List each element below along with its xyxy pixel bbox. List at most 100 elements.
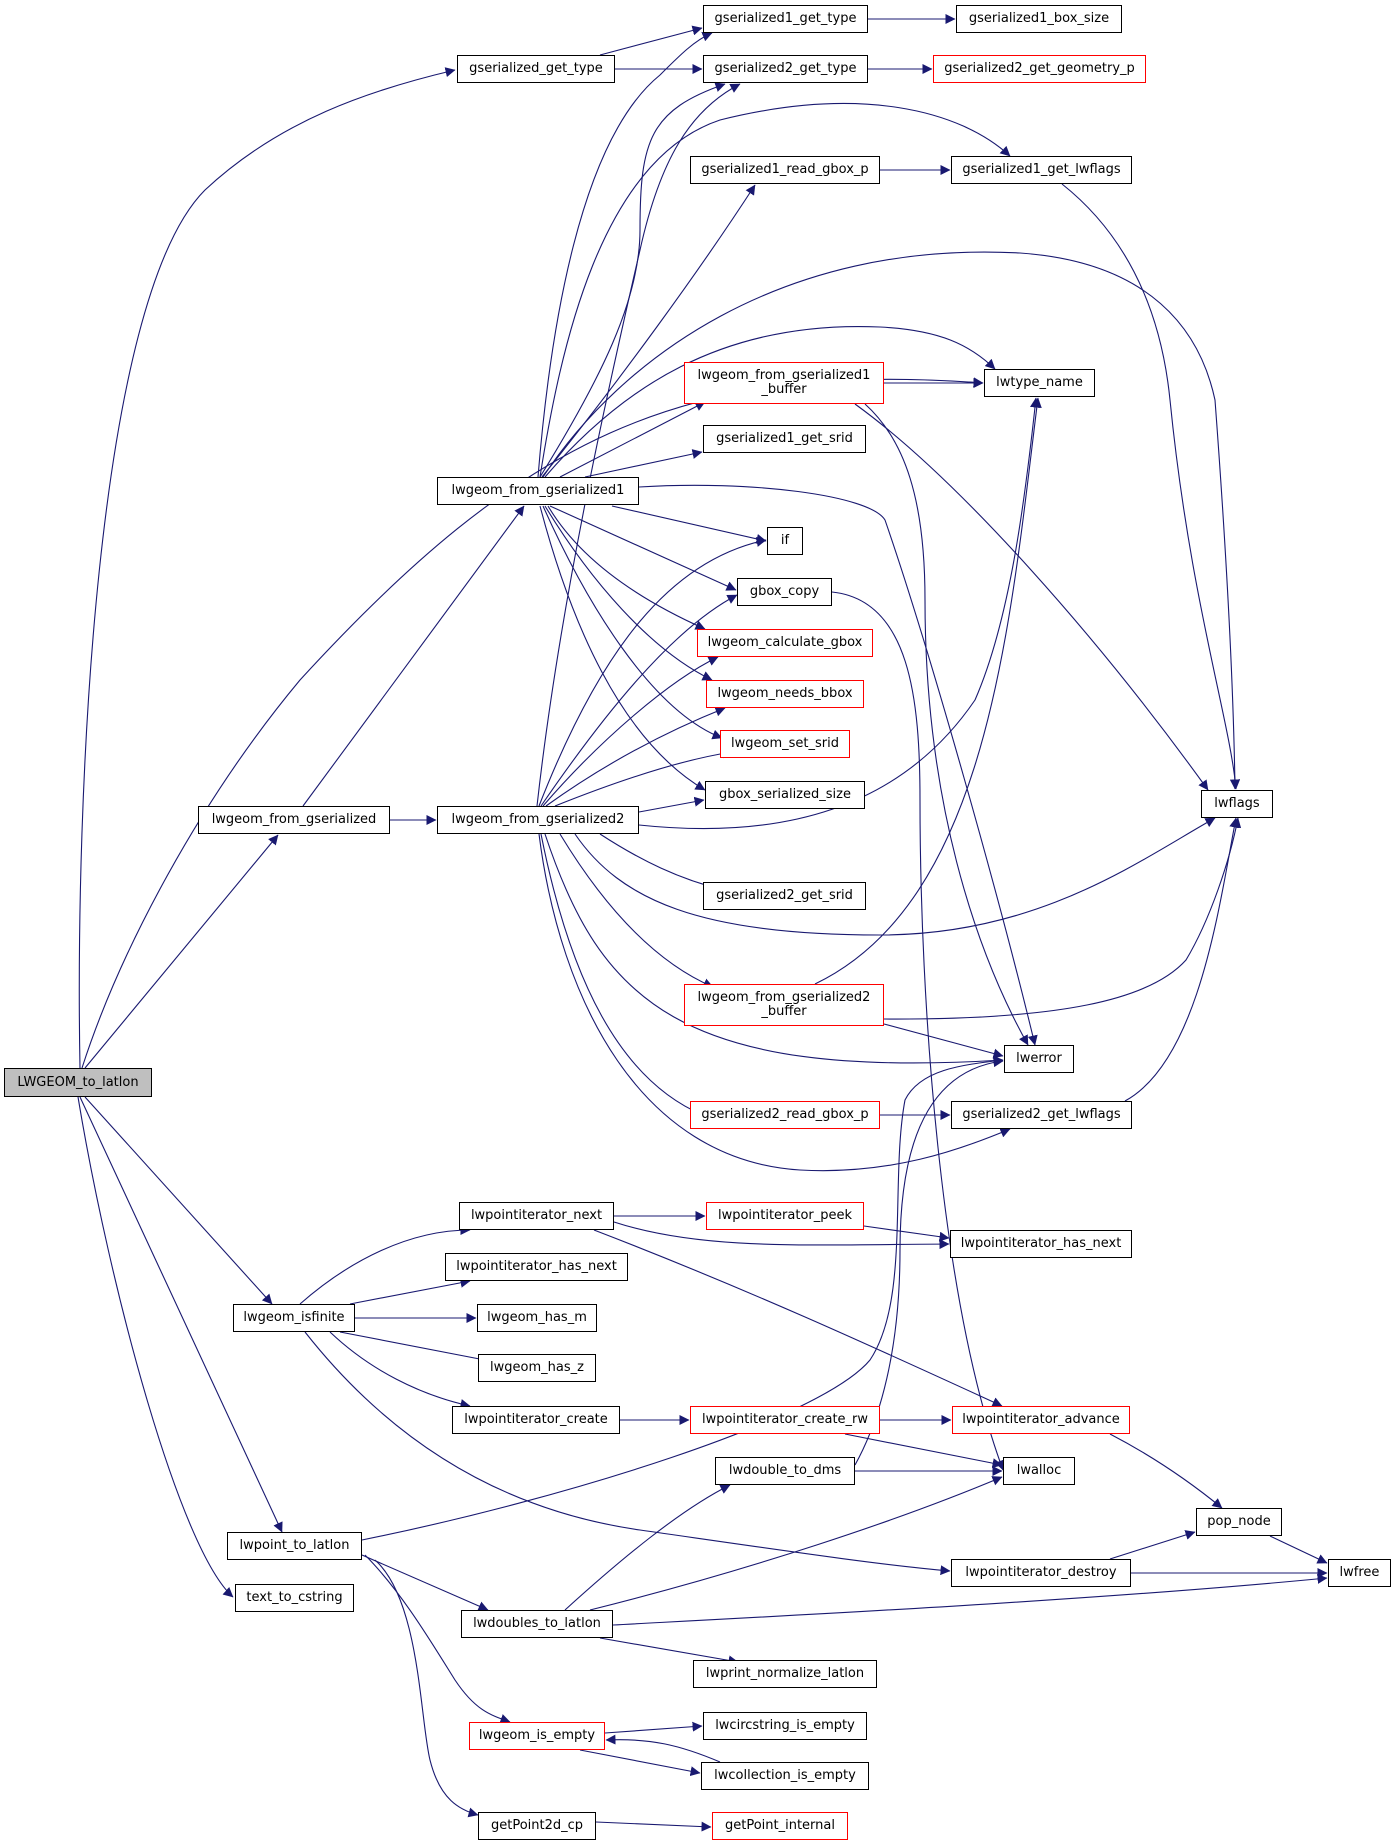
edge-lwpoint-to-latlon-to-lwerror xyxy=(361,1056,1004,1541)
edge-lwgeom-from-gserialized1-to-gserialized1-get-srid xyxy=(584,449,703,478)
edge-pop-node-from-lwpointiterator-destroy xyxy=(1109,1530,1196,1560)
edge-lwgeom-isfinite-to-lwgeom-has-z xyxy=(339,1331,491,1365)
node-lwgeom-from-gserialized2-buffer[interactable]: lwgeom_from_gserialized2 _buffer xyxy=(684,984,884,1026)
edge-lwgeom-from-gserialized1-to-lwtype-name xyxy=(544,325,996,478)
edge-lwgeom-from-gserialized1-to-gserialized2-get-type xyxy=(539,82,726,478)
edge-lwgeom-to-latlon-to-lwgeom-from-gserialized xyxy=(84,834,279,1069)
edge-gserialized2-get-lwflags-to-lwflags xyxy=(1124,817,1240,1102)
edge-lwgeom-from-gserialized2-to-gserialized2-get-type xyxy=(536,83,741,807)
node-if[interactable]: if xyxy=(767,527,803,555)
edge-lwgeom-isfinite-to-lwpointiterator-destroy xyxy=(304,1331,951,1576)
node-lwtype-name[interactable]: lwtype_name xyxy=(984,369,1095,397)
edge-lwgeom-isfinite-to-lwpointiterator-next xyxy=(299,1225,471,1305)
node-getpoint-internal[interactable]: getPoint_internal xyxy=(712,1812,848,1840)
node-gserialized1-box-size[interactable]: gserialized1_box_size xyxy=(956,5,1122,33)
node-lwgeom-from-gserialized1-buffer[interactable]: lwgeom_from_gserialized1 _buffer xyxy=(684,362,884,404)
node-lwcollection-is-empty[interactable]: lwcollection_is_empty xyxy=(701,1762,869,1790)
node-gbox-copy[interactable]: gbox_copy xyxy=(737,578,832,606)
edge-lwgeom-isfinite-to-lwpointiterator-has-next xyxy=(349,1277,471,1305)
node-lwpointiterator-has-next-left[interactable]: lwpointiterator_has_next xyxy=(445,1253,628,1281)
node-gserialized2-get-geometry-p[interactable]: gserialized2_get_geometry_p xyxy=(933,55,1146,83)
node-lwprint-normalize-latlon[interactable]: lwprint_normalize_latlon xyxy=(693,1660,877,1688)
node-lwgeom-isfinite[interactable]: lwgeom_isfinite xyxy=(233,1304,355,1332)
node-lwgeom-to-latlon: LWGEOM_to_latlon xyxy=(4,1068,152,1097)
edge-lwgeom-from-gserialized1-to-lwgeom-needs-bbox xyxy=(544,505,713,681)
node-lwpointiterator-create[interactable]: lwpointiterator_create xyxy=(452,1406,620,1434)
node-lwpointiterator-next[interactable]: lwpointiterator_next xyxy=(459,1202,614,1230)
node-lwgeom-has-m[interactable]: lwgeom_has_m xyxy=(477,1304,597,1332)
edge-lwgeom-from-gserialized1-to-lwgeom-set-srid xyxy=(542,505,723,740)
node-gserialized1-get-lwflags[interactable]: gserialized1_get_lwflags xyxy=(951,156,1132,184)
node-lwgeom-is-empty[interactable]: lwgeom_is_empty xyxy=(469,1722,605,1750)
edge-lwgeom-from-gserialized2-to-lwgeom-needs-bbox xyxy=(545,706,726,807)
node-lwerror[interactable]: lwerror xyxy=(1004,1045,1074,1073)
edge-gserialized1-get-lwflags-to-lwflags xyxy=(1061,183,1241,790)
node-lwgeom-set-srid[interactable]: lwgeom_set_srid xyxy=(720,730,850,758)
edge-lwgeom-is-empty-to-lwcircstring-is-empty xyxy=(604,1721,703,1734)
edge-lwgeom-from-gserialized2-to-gserialized2-get-lwflags xyxy=(538,833,1011,1172)
node-gserialized2-get-type[interactable]: gserialized2_get_type xyxy=(703,55,868,83)
node-getpoint2d-cp[interactable]: getPoint2d_cp xyxy=(478,1812,596,1840)
edge-lwgeom-from-gserialized1-to-if xyxy=(611,505,767,544)
node-text-to-cstring[interactable]: text_to_cstring xyxy=(235,1584,354,1612)
edge-gserialized-get-type-to-gserialized1-get-type xyxy=(599,25,703,56)
node-gserialized1-read-gbox-p[interactable]: gserialized1_read_gbox_p xyxy=(690,156,880,184)
node-lwpointiterator-peek[interactable]: lwpointiterator_peek xyxy=(706,1202,864,1230)
node-gbox-serialized-size[interactable]: gbox_serialized_size xyxy=(705,781,865,809)
node-lwcircstring-is-empty[interactable]: lwcircstring_is_empty xyxy=(703,1712,867,1740)
node-lwflags[interactable]: lwflags xyxy=(1201,790,1273,818)
node-lwpointiterator-create-rw[interactable]: lwpointiterator_create_rw xyxy=(690,1406,880,1434)
edge-lwgeom-from-gserialized1-to-lwgeom-from-gserialized1-buffer xyxy=(559,401,706,478)
node-lwdouble-to-dms[interactable]: lwdouble_to_dms xyxy=(715,1457,855,1485)
node-gserialized2-get-srid[interactable]: gserialized2_get_srid xyxy=(703,882,866,910)
edge-lwgeom-from-gserialized2-to-gbox-copy xyxy=(540,594,738,807)
node-gserialized-get-type[interactable]: gserialized_get_type xyxy=(457,55,615,83)
edge-lwgeom-from-gserialized1-to-gbox-serialized-size xyxy=(539,505,706,791)
edge-lwgeom-from-gserialized2-buffer-to-lwerror xyxy=(883,1023,1004,1059)
edge-lwgeom-from-gserialized1-buffer-to-lwflags xyxy=(854,403,1209,791)
edge-lwgeom-to-latlon-to-lwgeom-isfinite xyxy=(84,1096,273,1305)
node-lwpointiterator-has-next-right[interactable]: lwpointiterator_has_next xyxy=(950,1230,1132,1258)
edge-lwgeom-from-gserialized2-buffer-to-lwflags xyxy=(883,817,1242,1020)
edge-lwdoubles-to-latlon-to-lwprint-normalize-latlon xyxy=(599,1637,739,1666)
node-lwpoint-to-latlon[interactable]: lwpoint_to_latlon xyxy=(227,1532,362,1560)
node-lwpointiterator-advance[interactable]: lwpointiterator_advance xyxy=(952,1406,1130,1434)
edge-getpoint2d-cp-to-getpoint-internal xyxy=(595,1821,712,1832)
edge-lwgeom-from-gserialized1-to-gserialized1-read-gbox-p xyxy=(541,184,756,478)
node-lwgeom-has-z[interactable]: lwgeom_has_z xyxy=(478,1354,596,1382)
node-lwgeom-from-gserialized2[interactable]: lwgeom_from_gserialized2 xyxy=(437,806,639,834)
edge-pop-node-to-lwfree xyxy=(1269,1535,1328,1564)
node-lwfree[interactable]: lwfree xyxy=(1328,1559,1391,1587)
call-edges xyxy=(77,14,1328,1832)
node-lwgeom-calculate-gbox[interactable]: lwgeom_calculate_gbox xyxy=(697,629,873,657)
node-lwpointiterator-destroy[interactable]: lwpointiterator_destroy xyxy=(951,1559,1131,1587)
edge-lwgeom-from-gserialized2-to-lwerror xyxy=(544,833,1004,1066)
node-pop-node[interactable]: pop_node xyxy=(1196,1508,1282,1536)
node-gserialized2-get-lwflags[interactable]: gserialized2_get_lwflags xyxy=(951,1101,1132,1129)
edge-lwgeom-from-gserialized2-to-lwtype-name xyxy=(638,397,1040,830)
edge-lwpointiterator-next-to-lwpointiterator-advance xyxy=(593,1229,1003,1407)
node-gserialized1-get-type[interactable]: gserialized1_get_type xyxy=(703,5,868,33)
edge-lwgeom-from-gserialized2-to-lwgeom-set-srid xyxy=(554,748,733,807)
edge-lwdoubles-to-latlon-to-lwfree xyxy=(612,1573,1328,1626)
edge-lwpointiterator-create-rw-to-lwalloc xyxy=(844,1433,1003,1469)
edge-lwgeom-from-gserialized-to-lwgeom-from-gserialized1 xyxy=(302,505,525,807)
edge-lwpointiterator-peek-to-lwpointiterator-has-next xyxy=(863,1225,950,1242)
edge-lwgeom-to-latlon-to-lwpoint-to-latlon xyxy=(79,1096,283,1533)
edge-lwpoint-to-latlon-to-getpoint2d-cp xyxy=(374,1559,479,1818)
node-gserialized2-read-gbox-p[interactable]: gserialized2_read_gbox_p xyxy=(690,1101,880,1129)
edge-lwpoint-to-latlon-to-lwdoubles-to-latlon xyxy=(361,1554,489,1611)
node-gserialized1-get-srid[interactable]: gserialized1_get_srid xyxy=(703,425,866,453)
edge-lwgeom-from-gserialized1-to-gserialized1-get-lwflags xyxy=(539,103,1011,478)
edge-lwgeom-to-latlon-to-gserialized-get-type xyxy=(78,67,456,1069)
edge-lwgeom-from-gserialized1-buffer-to-lwerror xyxy=(864,403,1029,1046)
node-lwalloc[interactable]: lwalloc xyxy=(1003,1457,1075,1485)
node-lwgeom-from-gserialized1[interactable]: lwgeom_from_gserialized1 xyxy=(437,477,639,505)
node-lwgeom-needs-bbox[interactable]: lwgeom_needs_bbox xyxy=(706,680,864,708)
edge-lwgeom-from-gserialized1-to-gserialized1-get-type xyxy=(537,31,713,478)
node-lwdoubles-to-latlon[interactable]: lwdoubles_to_latlon xyxy=(461,1610,613,1638)
edge-lwgeom-from-gserialized2-to-if xyxy=(538,537,767,807)
node-lwgeom-from-gserialized[interactable]: lwgeom_from_gserialized xyxy=(198,806,390,834)
edge-gbox-copy-to-lwalloc xyxy=(831,591,1005,1471)
